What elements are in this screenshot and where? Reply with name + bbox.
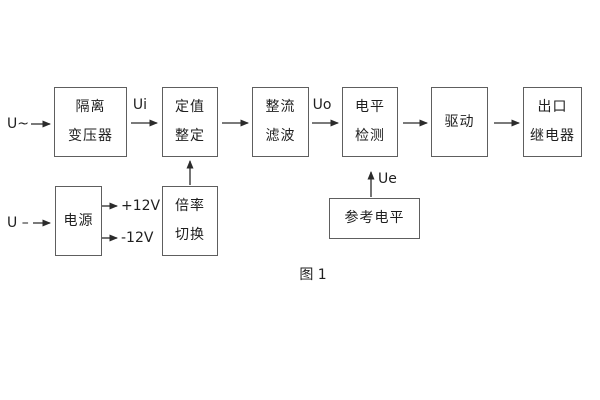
block-label-line: 驱动: [444, 113, 475, 130]
block-rectifier-filter: 整流 滤波: [252, 87, 309, 157]
signal-label-u-ac: U~: [7, 116, 29, 132]
block-label-line: 参考电平: [344, 210, 405, 226]
block-label-line: 整流: [265, 99, 296, 115]
signal-label-ue: Ue: [378, 171, 397, 187]
signal-label-minus12v: -12V: [121, 230, 154, 246]
block-power-supply: 电源: [55, 186, 102, 256]
signal-label-u-dc: U –: [7, 215, 29, 231]
block-level-detect: 电平 检测: [342, 87, 398, 157]
block-label-line: 隔离: [75, 99, 106, 115]
figure-caption: 图 1: [299, 267, 327, 283]
block-label-line: 滤波: [265, 128, 296, 144]
signal-label-uo: Uo: [312, 97, 332, 113]
block-ratio-switch: 倍率 切换: [162, 186, 218, 256]
block-drive: 驱动: [431, 87, 488, 157]
signal-label-ui: Ui: [132, 97, 148, 113]
block-label-line: 整定: [175, 128, 205, 144]
block-label-line: 继电器: [530, 128, 575, 144]
block-label-line: 出口: [537, 99, 568, 115]
block-label-line: 切换: [175, 227, 205, 243]
block-output-relay: 出口 继电器: [523, 87, 582, 157]
block-label-line: 倍率: [175, 198, 205, 214]
block-label-line: 检测: [355, 128, 385, 144]
block-isolation-transformer: 隔离 变压器: [54, 87, 127, 157]
block-reference-level: 参考电平: [329, 198, 420, 239]
signal-label-plus12v: +12V: [121, 198, 161, 214]
block-label-line: 电源: [63, 212, 94, 229]
block-label-line: 定值: [175, 99, 205, 115]
block-setpoint-adjust: 定值 整定: [162, 87, 218, 157]
block-label-line: 电平: [355, 99, 385, 115]
block-label-line: 变压器: [68, 128, 113, 144]
